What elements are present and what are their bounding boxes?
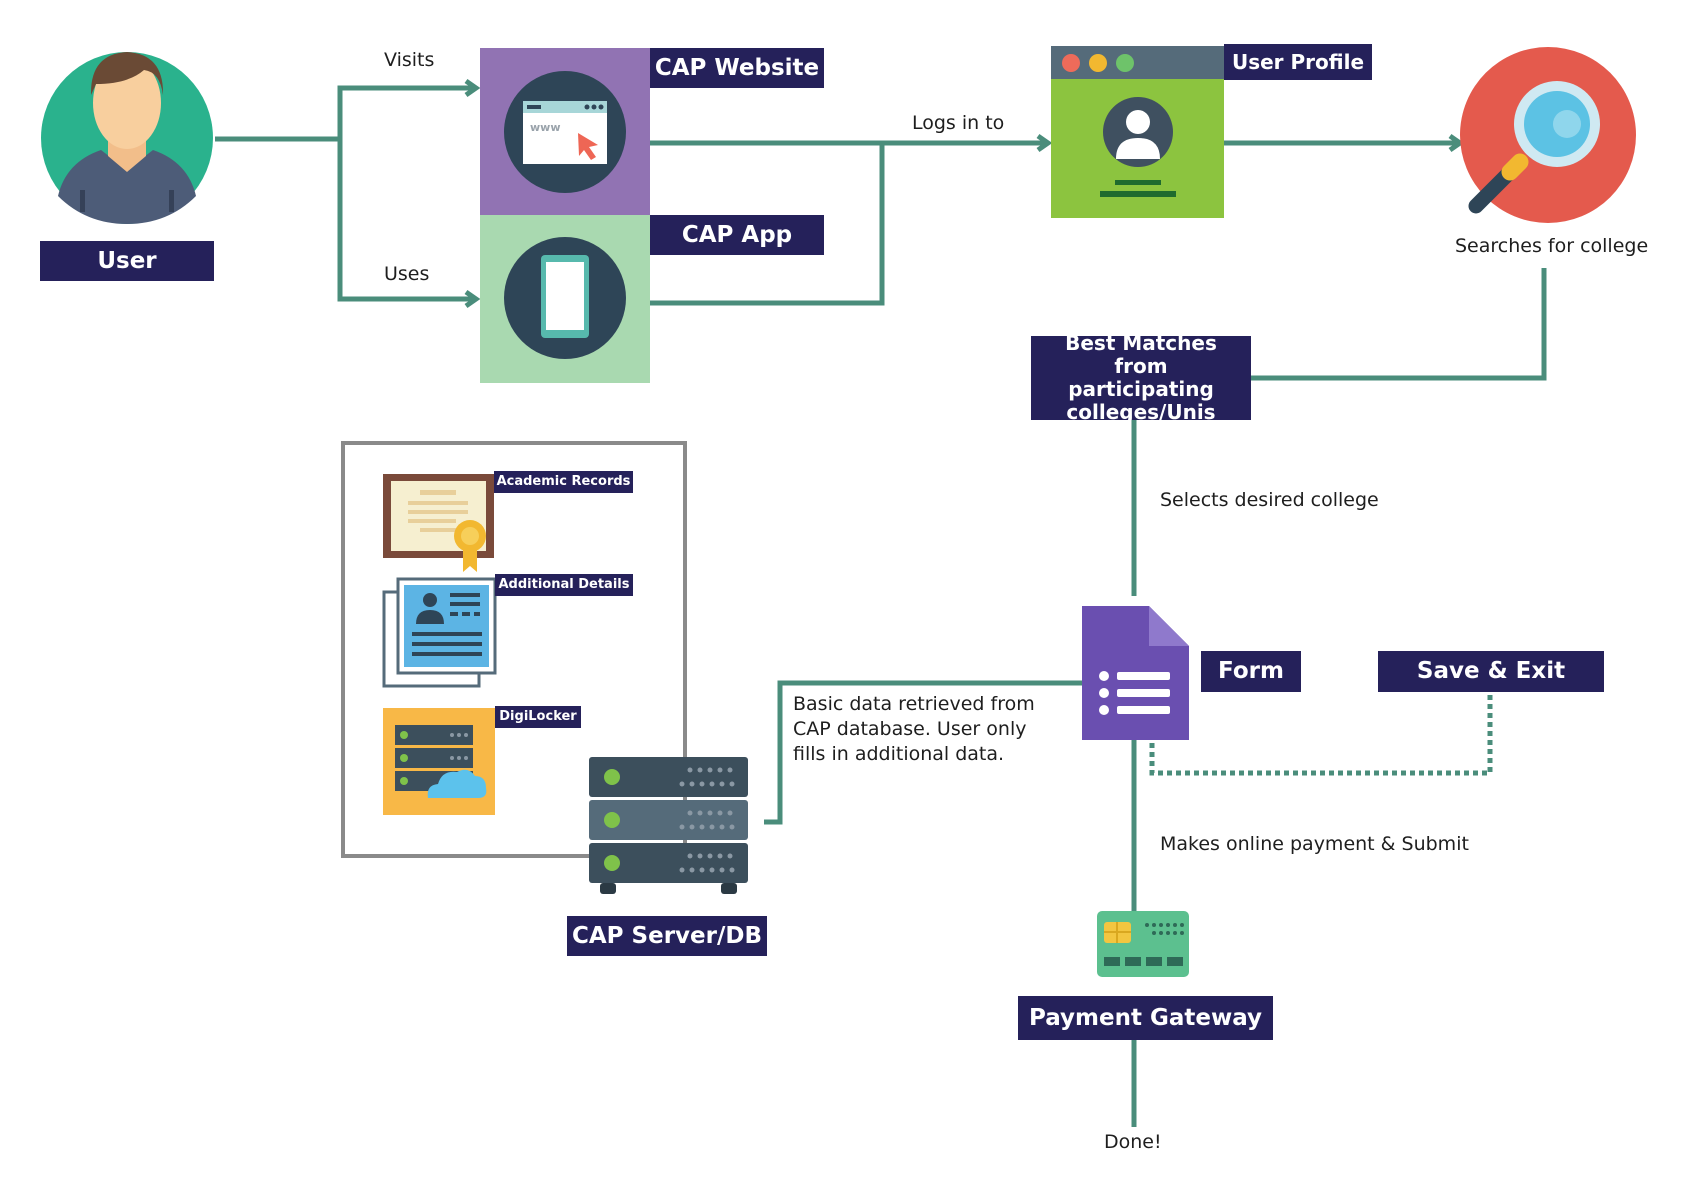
connector-search-matches bbox=[1250, 268, 1547, 381]
done-label: Done! bbox=[1104, 1131, 1162, 1153]
smartphone-icon bbox=[480, 215, 650, 383]
academic-records-label: Academic Records bbox=[494, 471, 633, 493]
digilocker-label: DigiLocker bbox=[495, 706, 581, 728]
basic-data-note: Basic data retrieved from CAP database. … bbox=[793, 693, 1035, 766]
connector-visits bbox=[337, 85, 472, 139]
connector-save-exit-dotted bbox=[1149, 695, 1493, 776]
user-avatar-icon bbox=[41, 52, 213, 224]
svg-text:www: www bbox=[530, 121, 561, 134]
cap-server-label: CAP Server/DB bbox=[567, 916, 767, 956]
profile-window-icon bbox=[1051, 46, 1224, 218]
logs-in-to-edge-label: Logs in to bbox=[912, 112, 1005, 134]
arrowhead-login bbox=[1036, 133, 1053, 153]
user-label: User bbox=[40, 241, 214, 281]
best-matches-label: Best Matches from participating colleges… bbox=[1031, 332, 1251, 424]
visits-edge-label: Visits bbox=[384, 49, 435, 71]
certificate-icon bbox=[383, 474, 494, 572]
arrowhead-uses bbox=[464, 289, 481, 309]
form-label: Form bbox=[1201, 651, 1301, 692]
connectors bbox=[215, 78, 1547, 1127]
connector-form-server bbox=[764, 680, 1082, 825]
cap-app-label: CAP App bbox=[650, 215, 824, 255]
searches-for-college-label: Searches for college bbox=[1455, 235, 1649, 257]
arrowhead-visits bbox=[464, 78, 481, 98]
form-document-icon bbox=[1082, 606, 1189, 740]
id-card-icon bbox=[382, 577, 497, 688]
browser-window-icon: www bbox=[480, 48, 650, 215]
save-exit-label: Save & Exit bbox=[1378, 651, 1604, 692]
cap-website-label: CAP Website bbox=[650, 48, 824, 88]
makes-payment-label: Makes online payment & Submit bbox=[1160, 833, 1469, 855]
user-profile-label: User Profile bbox=[1224, 44, 1372, 80]
arrowhead-search bbox=[1448, 133, 1465, 153]
magnifier-icon bbox=[1460, 47, 1636, 223]
server-rack-icon bbox=[589, 757, 748, 894]
documents-panel bbox=[341, 441, 687, 858]
connector-uses bbox=[337, 139, 472, 302]
additional-details-label: Additional Details bbox=[495, 574, 633, 596]
payment-gateway-label: Payment Gateway bbox=[1018, 996, 1273, 1040]
connector-app-login bbox=[650, 143, 885, 306]
credit-card-icon bbox=[1097, 911, 1189, 977]
cloud-server-icon bbox=[383, 708, 495, 815]
selects-desired-college-label: Selects desired college bbox=[1160, 489, 1379, 511]
uses-edge-label: Uses bbox=[384, 263, 430, 285]
